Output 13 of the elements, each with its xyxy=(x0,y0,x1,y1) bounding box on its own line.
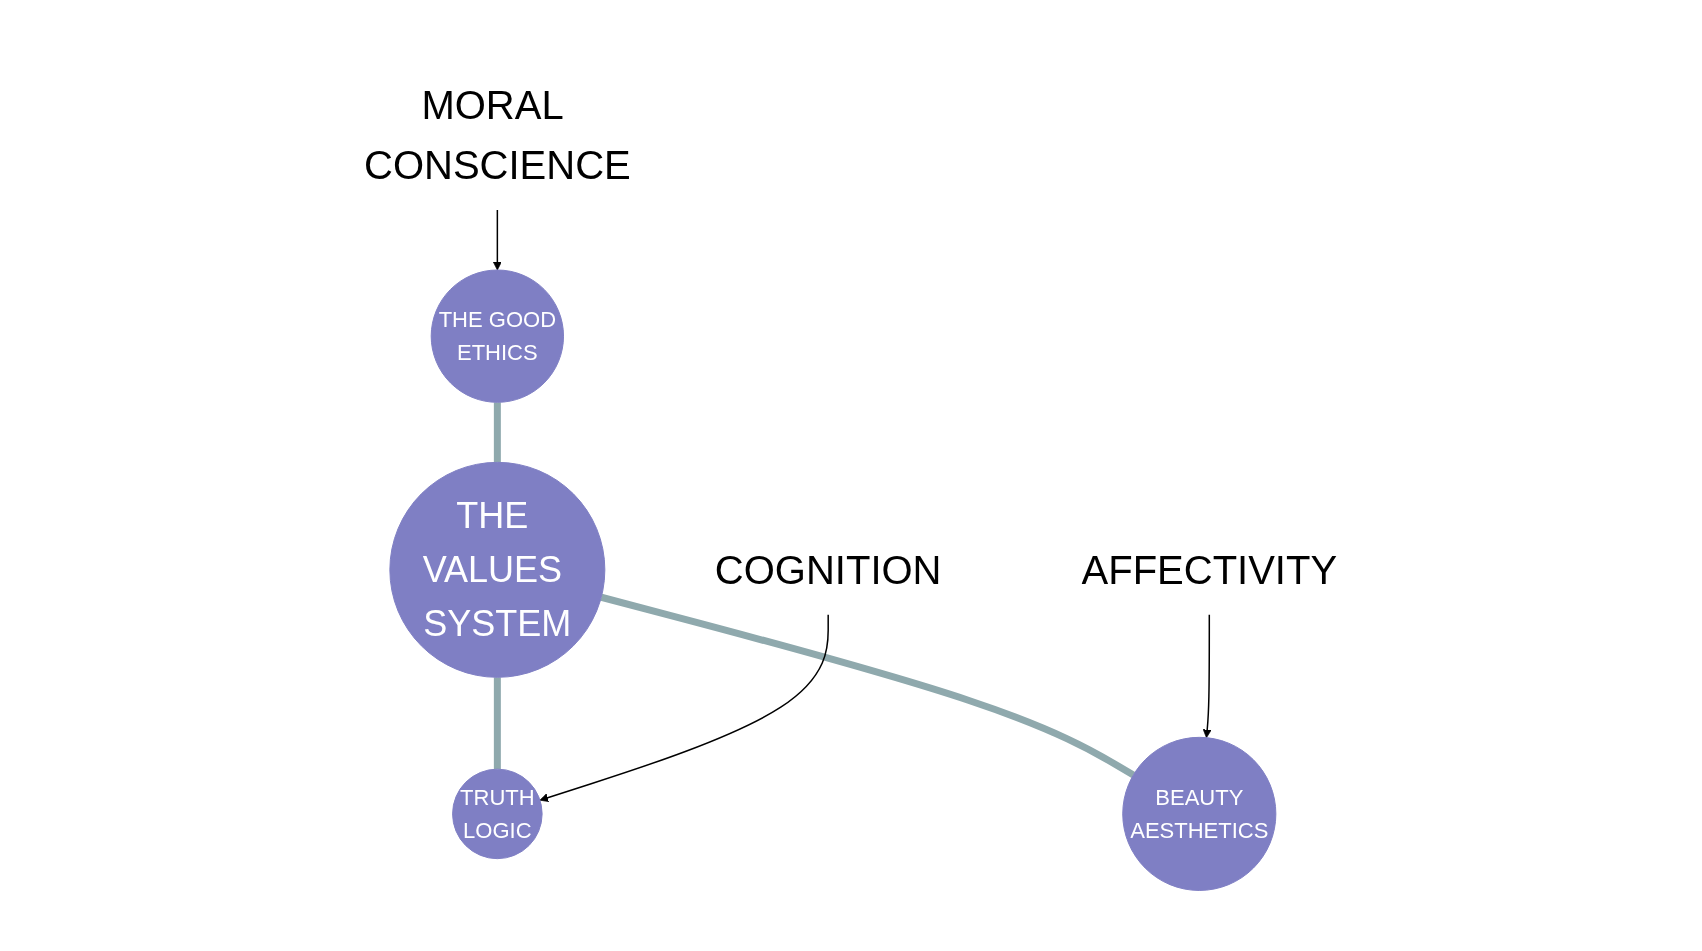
node-circle: THE GOOD ETHICS xyxy=(431,269,565,404)
node-circle: THE VALUES SYSTEM xyxy=(389,462,606,679)
node-circle: BEAUTY AESTHETICS xyxy=(1122,737,1277,892)
arrow xyxy=(1203,614,1213,739)
node-text: COGNITION xyxy=(715,548,942,593)
connector xyxy=(600,594,1136,779)
connector xyxy=(494,402,502,463)
node-circle: TRUTH LOGIC xyxy=(452,768,544,860)
node-text: AFFECTIVITY xyxy=(1081,548,1338,593)
arrow xyxy=(493,209,503,271)
arrow xyxy=(540,614,830,803)
connector xyxy=(494,677,502,770)
node-text: MORAL CONSCIENCE xyxy=(364,83,632,188)
